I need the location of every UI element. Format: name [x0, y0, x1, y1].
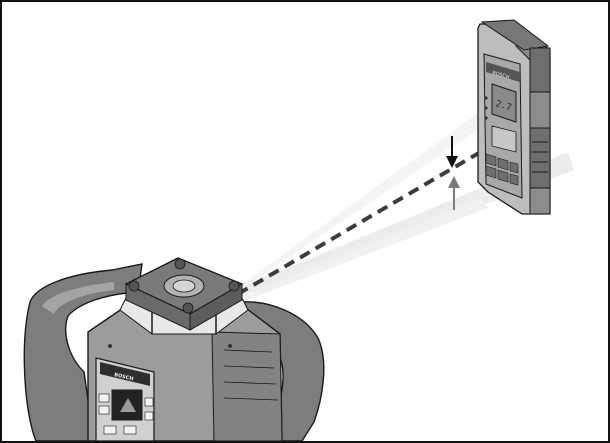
beam-cone-lower [238, 198, 488, 302]
height-indicator [446, 136, 460, 210]
up-arrow-icon [448, 176, 460, 210]
receiver-bumper-bottom [529, 127, 551, 189]
laser-keypad [98, 393, 154, 435]
laser-corner-knob-4 [128, 280, 140, 292]
receiver-detection-window [491, 125, 517, 153]
receiver-keypad [485, 153, 519, 186]
receiver-display-text: 2.7 [494, 99, 512, 113]
arrow-down-icon [144, 411, 154, 421]
receiver-bumper-top [529, 47, 551, 93]
laser-housing-ridges [223, 349, 279, 401]
receiver-led-mid [484, 106, 488, 110]
center-mark-icon [497, 169, 509, 183]
beam-cone-upper [234, 110, 492, 292]
power-icon [123, 425, 137, 435]
receiver-brand-strip [486, 62, 520, 82]
mode-icon [485, 153, 497, 167]
rotation-laser: BOSCH [23, 257, 325, 441]
arrow-icon [509, 173, 519, 186]
receiver-brand-label: BOSCH [491, 70, 510, 81]
laser-top-head-side [189, 283, 243, 331]
laser-corner-knob-1 [174, 258, 186, 270]
receiver-top-cap [480, 19, 550, 51]
volume-icon [497, 157, 509, 171]
laser-corner-knob-2 [228, 280, 240, 292]
laser-display-symbol [120, 398, 136, 412]
laser-display [111, 389, 143, 421]
laser-screw-1 [108, 344, 112, 348]
laser-corner-knob-3 [182, 302, 194, 314]
laser-screw-2 [228, 344, 232, 348]
arrow-right-icon [98, 405, 110, 415]
beam-dashed-line [236, 128, 520, 296]
tolerance-icon [509, 161, 519, 174]
plane-icon [103, 425, 117, 435]
laser-top-lens-inner [172, 279, 196, 293]
laser-brand-label: BOSCH [114, 372, 134, 382]
receiver-led-top [484, 96, 488, 100]
power-icon [485, 165, 497, 179]
laser-brand-strip [100, 362, 150, 386]
arrow-up-icon [144, 397, 154, 407]
laser-housing-right-face [211, 331, 283, 441]
receiver-side-marks [532, 141, 548, 173]
down-arrow-icon [446, 136, 458, 168]
receiver-led-bot [484, 116, 488, 120]
receiver-display [491, 83, 517, 123]
laser-frame-highlight [42, 282, 114, 314]
arrow-left-icon [98, 393, 110, 403]
laser-receiver: BOSCH 2.7 [477, 19, 551, 215]
